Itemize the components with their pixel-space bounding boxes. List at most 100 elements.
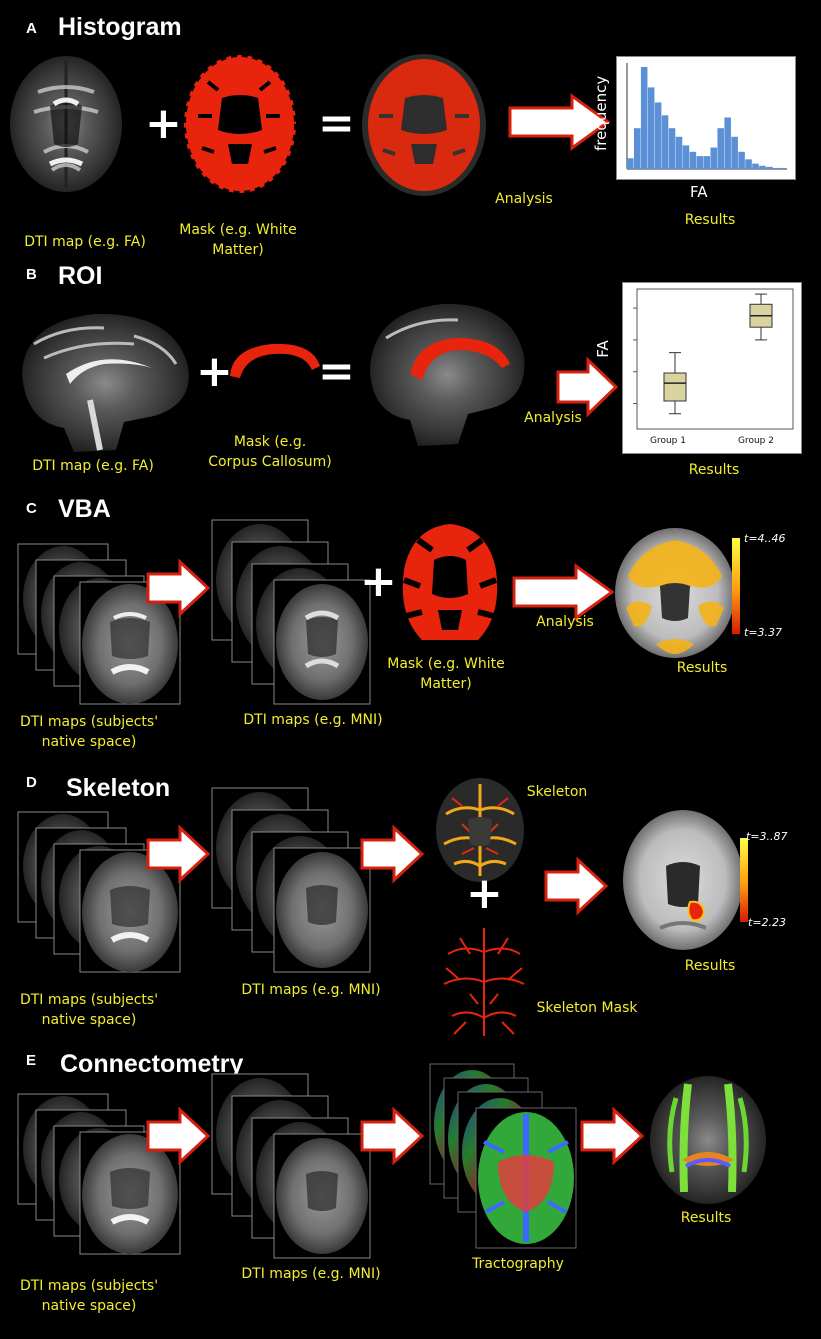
arrow-icon bbox=[508, 93, 611, 151]
histogram-bar bbox=[703, 156, 711, 169]
arrow-icon bbox=[146, 824, 211, 884]
histogram-x-axis-label: FA bbox=[690, 183, 708, 201]
mask-label-line1: Mask (e.g. White bbox=[179, 222, 297, 238]
color-scale-bar bbox=[740, 838, 748, 922]
histogram-bar bbox=[724, 117, 731, 169]
boxplot-plot-area bbox=[633, 288, 794, 430]
histogram-bar bbox=[696, 156, 704, 169]
arrow-icon bbox=[556, 356, 619, 418]
histogram-plot-area bbox=[626, 63, 787, 170]
mni-label: DTI maps (e.g. MNI) bbox=[241, 1266, 381, 1282]
histogram-bar bbox=[627, 158, 634, 169]
native-space-label-line2: native space) bbox=[41, 1298, 137, 1314]
arrow-icon bbox=[360, 1106, 425, 1166]
t-min-label: t=2.23 bbox=[748, 916, 787, 929]
histogram-bar bbox=[745, 159, 752, 169]
skeleton-results-brain-image bbox=[623, 810, 743, 950]
native-space-label-line2: native space) bbox=[41, 734, 137, 750]
corpus-callosum-mask-image bbox=[230, 343, 320, 378]
native-space-label-line1: DTI maps (subjects' bbox=[19, 714, 159, 730]
histogram-bar bbox=[752, 163, 759, 169]
boxplot-chart bbox=[622, 282, 802, 454]
boxplot-y-axis-label: FA bbox=[593, 340, 612, 358]
native-space-dti-stack-image bbox=[17, 1093, 181, 1255]
mni-dti-stack-image bbox=[211, 519, 371, 705]
mask-label-line1: Mask (e.g. bbox=[233, 434, 307, 450]
equals-symbol: = bbox=[318, 98, 355, 149]
dti-map-label: DTI map (e.g. FA) bbox=[24, 234, 146, 250]
t-min-label: t=3.37 bbox=[744, 626, 783, 639]
native-space-dti-stack-image bbox=[17, 543, 181, 705]
group2-tick-label: Group 2 bbox=[738, 436, 774, 446]
histogram-bar bbox=[640, 67, 648, 169]
plus-symbol: + bbox=[196, 346, 233, 397]
histogram-y-axis-label: frequency bbox=[592, 75, 610, 151]
histogram-bar bbox=[654, 102, 662, 169]
native-space-dti-stack-image bbox=[17, 811, 181, 973]
panel-b-letter: B bbox=[26, 266, 37, 283]
native-space-label-line1: DTI maps (subjects' bbox=[19, 1278, 159, 1294]
histogram-bar bbox=[766, 166, 773, 169]
arrow-icon bbox=[360, 824, 425, 884]
panel-d-title: Skeleton bbox=[66, 774, 171, 802]
skeleton-mask-image bbox=[443, 928, 525, 1036]
arrow-icon bbox=[146, 1106, 211, 1166]
white-matter-mask-image bbox=[182, 53, 298, 195]
mni-label: DTI maps (e.g. MNI) bbox=[243, 712, 383, 728]
panel-b-title: ROI bbox=[58, 262, 103, 290]
skeleton-label: Skeleton bbox=[526, 784, 588, 800]
masked-sagittal-brain-image bbox=[370, 303, 525, 446]
results-label: Results bbox=[676, 660, 728, 676]
panel-d-letter: D bbox=[26, 774, 37, 791]
native-space-label-line2: native space) bbox=[41, 1012, 137, 1028]
histogram-bar bbox=[647, 87, 655, 169]
t-max-label: t=3..87 bbox=[746, 830, 788, 843]
analysis-label: Analysis bbox=[536, 614, 594, 630]
tractography-stack-image bbox=[429, 1063, 577, 1249]
results-label: Results bbox=[684, 212, 736, 228]
panel-e-letter: E bbox=[26, 1052, 37, 1069]
group1-tick-label: Group 1 bbox=[650, 436, 686, 446]
panel-c-title: VBA bbox=[58, 495, 111, 523]
tractography-label: Tractography bbox=[472, 1256, 564, 1272]
histogram-bar bbox=[773, 167, 780, 169]
plus-symbol: + bbox=[360, 556, 397, 607]
analysis-label: Analysis bbox=[524, 410, 582, 426]
arrow-icon bbox=[512, 563, 615, 621]
histogram-bar bbox=[717, 128, 724, 169]
histogram-bar bbox=[633, 128, 641, 169]
histogram-chart bbox=[616, 56, 796, 180]
results-label: Results bbox=[688, 462, 740, 478]
skeleton-brain-image bbox=[436, 778, 524, 882]
boxplot-frame bbox=[636, 288, 794, 430]
mni-dti-stack-image bbox=[211, 1073, 371, 1259]
arrow-icon bbox=[146, 558, 211, 618]
vba-results-brain-image bbox=[615, 528, 735, 658]
plus-symbol: + bbox=[466, 868, 503, 919]
connectometry-results-brain-image bbox=[650, 1076, 766, 1204]
color-scale-bar bbox=[732, 538, 740, 634]
equals-symbol: = bbox=[318, 346, 355, 397]
histogram-bar bbox=[731, 136, 738, 169]
results-label: Results bbox=[680, 1210, 732, 1226]
histogram-bar bbox=[759, 165, 766, 169]
results-label: Results bbox=[684, 958, 736, 974]
mask-label-line2: Corpus Callosum) bbox=[208, 454, 332, 470]
histogram-bar bbox=[668, 128, 676, 169]
histogram-bar bbox=[689, 151, 697, 169]
sagittal-dti-brain-image bbox=[22, 313, 189, 452]
histogram-bar bbox=[682, 145, 690, 169]
dti-fa-axial-brain-image bbox=[10, 56, 122, 192]
panel-a-letter: A bbox=[26, 20, 37, 37]
t-max-label: t=4..46 bbox=[744, 532, 786, 545]
mask-label-line1: Mask (e.g. White bbox=[387, 656, 505, 672]
dti-map-label: DTI map (e.g. FA) bbox=[32, 458, 154, 474]
plus-symbol: + bbox=[145, 98, 182, 149]
histogram-y-axis-label-wrap: frequency bbox=[592, 75, 610, 157]
histogram-bar bbox=[661, 115, 669, 169]
arrow-icon bbox=[580, 1106, 645, 1166]
boxplot-box bbox=[663, 372, 687, 402]
panel-c-letter: C bbox=[26, 500, 37, 517]
skeleton-mask-label: Skeleton Mask bbox=[536, 1000, 638, 1016]
